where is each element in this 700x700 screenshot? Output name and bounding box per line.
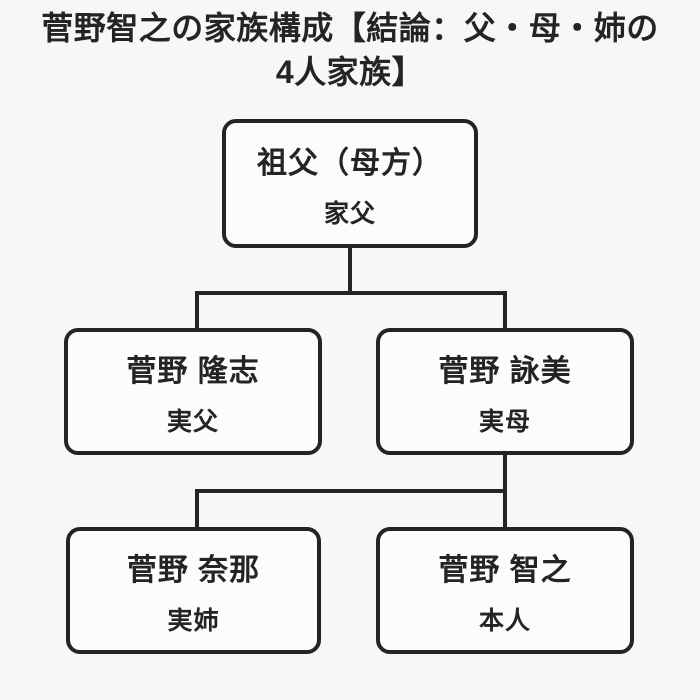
node-name: 菅野 智之 xyxy=(438,553,572,587)
node-role: 実姉 xyxy=(167,606,220,635)
node-name: 祖父（母方） xyxy=(257,146,443,180)
connector-sister-drop xyxy=(195,489,199,530)
tree-node-grandfather: 祖父（母方） 家父 xyxy=(222,119,478,248)
node-name: 菅野 奈那 xyxy=(126,553,261,587)
node-role: 実母 xyxy=(478,407,531,436)
node-name: 菅野 詠美 xyxy=(438,354,572,388)
node-name: 菅野 隆志 xyxy=(126,354,260,388)
node-role: 実父 xyxy=(166,407,219,436)
connector-grandfather-down xyxy=(348,246,352,294)
page-title-line1: 菅野智之の家族構成【結論：父・母・姉の xyxy=(41,10,659,46)
tree-node-sister: 菅野 奈那 実姉 xyxy=(66,527,321,654)
node-role: 家父 xyxy=(323,199,376,228)
connector-mother-drop xyxy=(503,291,507,331)
tree-node-mother: 菅野 詠美 実母 xyxy=(376,328,634,455)
page-title: 菅野智之の家族構成【結論：父・母・姉の 4人家族】 xyxy=(0,6,700,94)
page-title-line2: 4人家族】 xyxy=(275,54,425,90)
tree-node-self: 菅野 智之 本人 xyxy=(376,527,634,654)
connector-father-drop xyxy=(195,291,199,331)
node-role: 本人 xyxy=(478,606,531,635)
connector-parents-horizontal xyxy=(195,291,507,295)
tree-node-father: 菅野 隆志 実父 xyxy=(64,328,322,455)
connector-children-horizontal xyxy=(195,489,507,493)
